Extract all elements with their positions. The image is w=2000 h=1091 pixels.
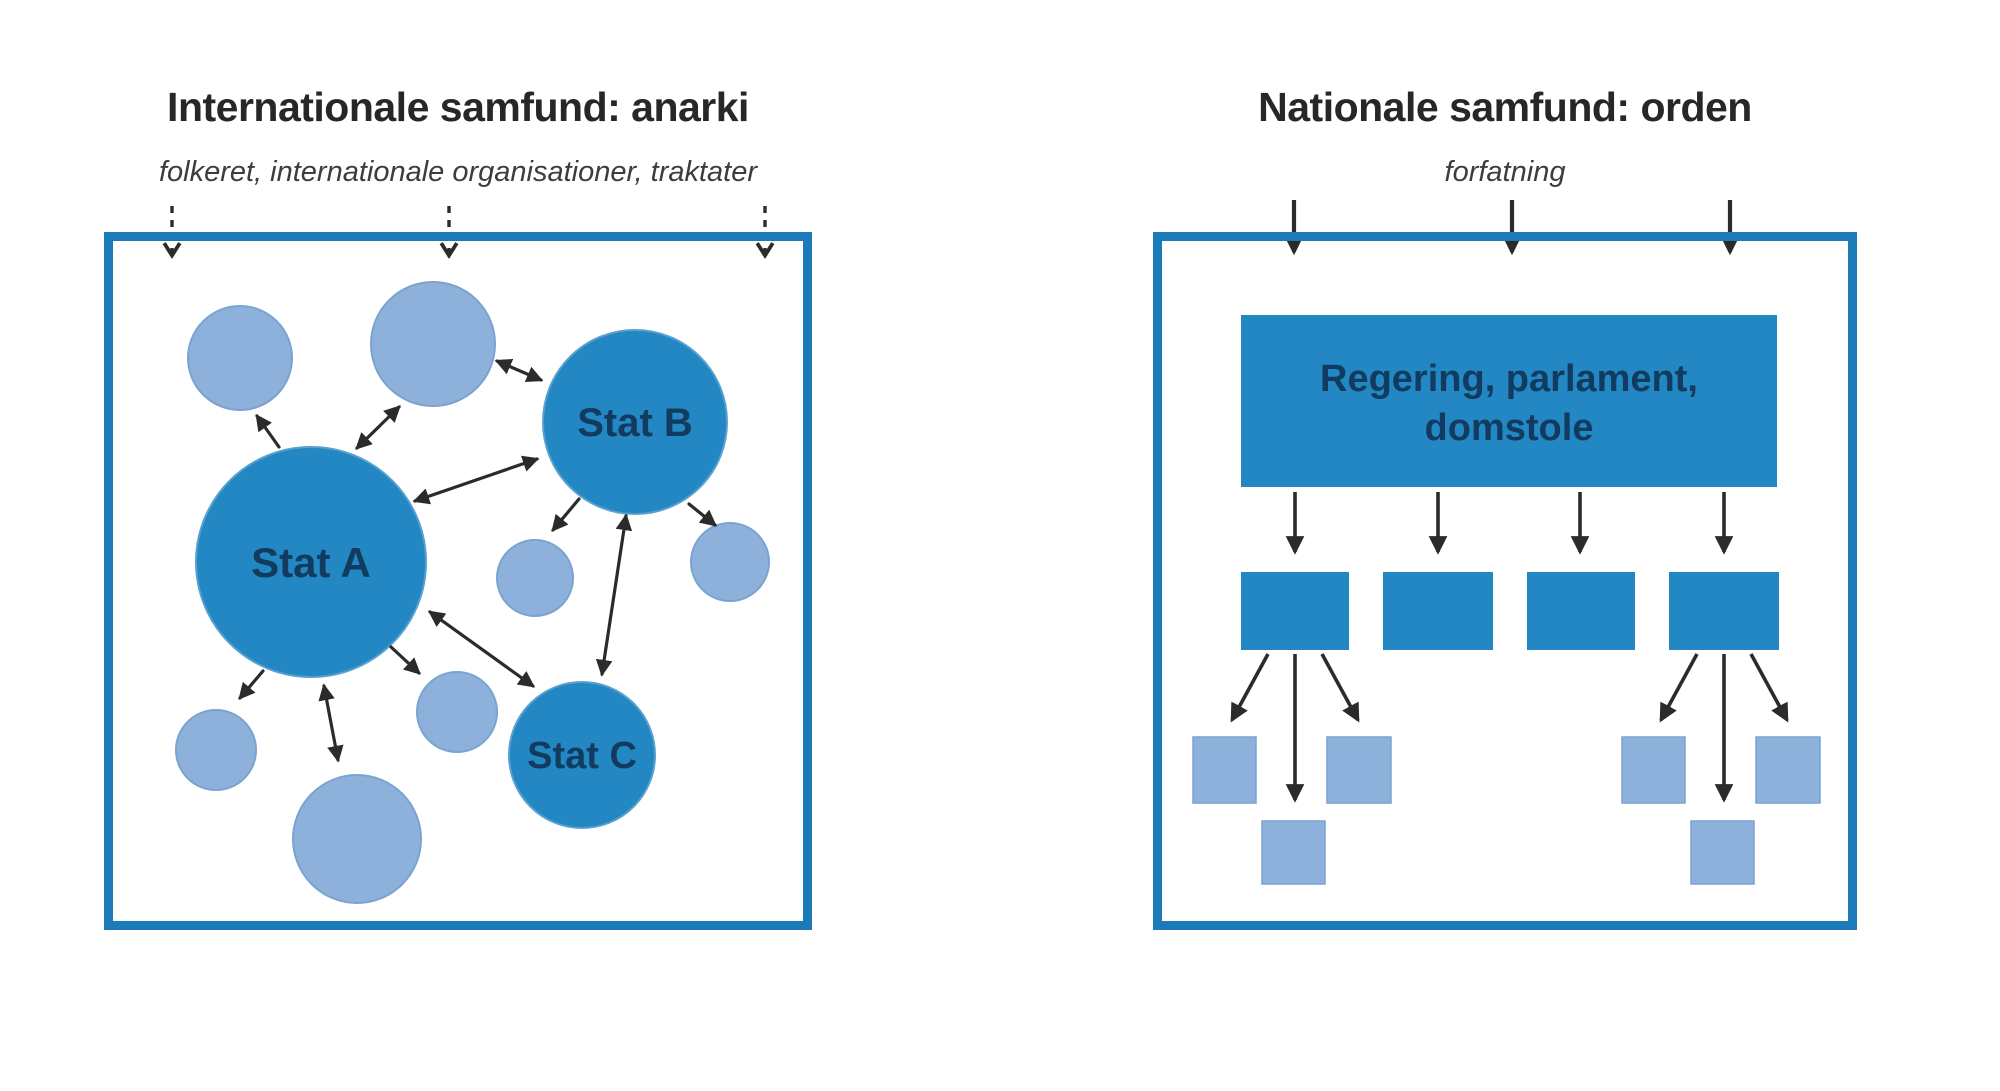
international-society-panel: Stat A Stat B Stat C: [104, 206, 812, 930]
left-panel-subtitle: folkeret, internationale organisationer,…: [158, 156, 758, 188]
relation-arrow: [595, 513, 633, 677]
left-panel-title: Internationale samfund: anarki: [167, 84, 749, 130]
local-authority-square: [1755, 736, 1821, 804]
stat-b-circle: [542, 329, 728, 515]
government-box-label-line2: domstole: [1425, 407, 1594, 449]
relation-arrow: [687, 502, 717, 527]
right-panel-frame: [1153, 232, 1857, 930]
local-authority-square: [1192, 736, 1257, 804]
institution-square: [1527, 572, 1635, 650]
relation-arrow: [551, 497, 581, 532]
relation-arrow: [238, 669, 265, 700]
stat-a-label: Stat A: [251, 539, 371, 586]
stat-c-circle: [508, 681, 656, 829]
hierarchy-arrow: [1230, 653, 1270, 723]
small-state-circle: [416, 671, 498, 753]
relation-arrow: [318, 683, 344, 763]
small-state-circle: [496, 539, 574, 617]
stat-b-label: Stat B: [577, 401, 693, 445]
hierarchy-arrow: [1749, 653, 1789, 723]
government-box-label-line1: Regering, parlament,: [1320, 358, 1698, 400]
hierarchy-arrow: [1320, 653, 1360, 723]
institution-square: [1241, 572, 1349, 650]
small-state-circle: [292, 774, 422, 904]
small-state-circle: [175, 709, 257, 791]
national-society-panel: Regering, parlament, domstole: [1153, 200, 1857, 930]
local-authority-square: [1621, 736, 1686, 804]
relation-arrow: [412, 455, 540, 505]
relation-arrow: [255, 413, 281, 449]
relation-arrow: [389, 645, 421, 675]
relation-arrow: [427, 610, 536, 688]
right-panel-subtitle: forfatning: [1444, 156, 1566, 188]
government-box: [1241, 315, 1777, 487]
local-authority-square: [1326, 736, 1392, 804]
small-state-circle: [690, 522, 770, 602]
hierarchy-arrow: [1659, 653, 1699, 723]
relation-arrow: [494, 358, 544, 383]
local-authority-square: [1690, 820, 1755, 885]
small-state-circle: [370, 281, 496, 407]
small-state-circle: [187, 305, 293, 411]
institution-square: [1669, 572, 1779, 650]
relation-arrow: [355, 405, 401, 450]
stat-c-label: Stat C: [527, 735, 637, 777]
right-panel-title: Nationale samfund: orden: [1258, 84, 1752, 130]
local-authority-square: [1261, 820, 1326, 885]
left-panel-frame: [104, 232, 812, 930]
institution-square: [1383, 572, 1493, 650]
stat-a-circle: [195, 446, 427, 678]
